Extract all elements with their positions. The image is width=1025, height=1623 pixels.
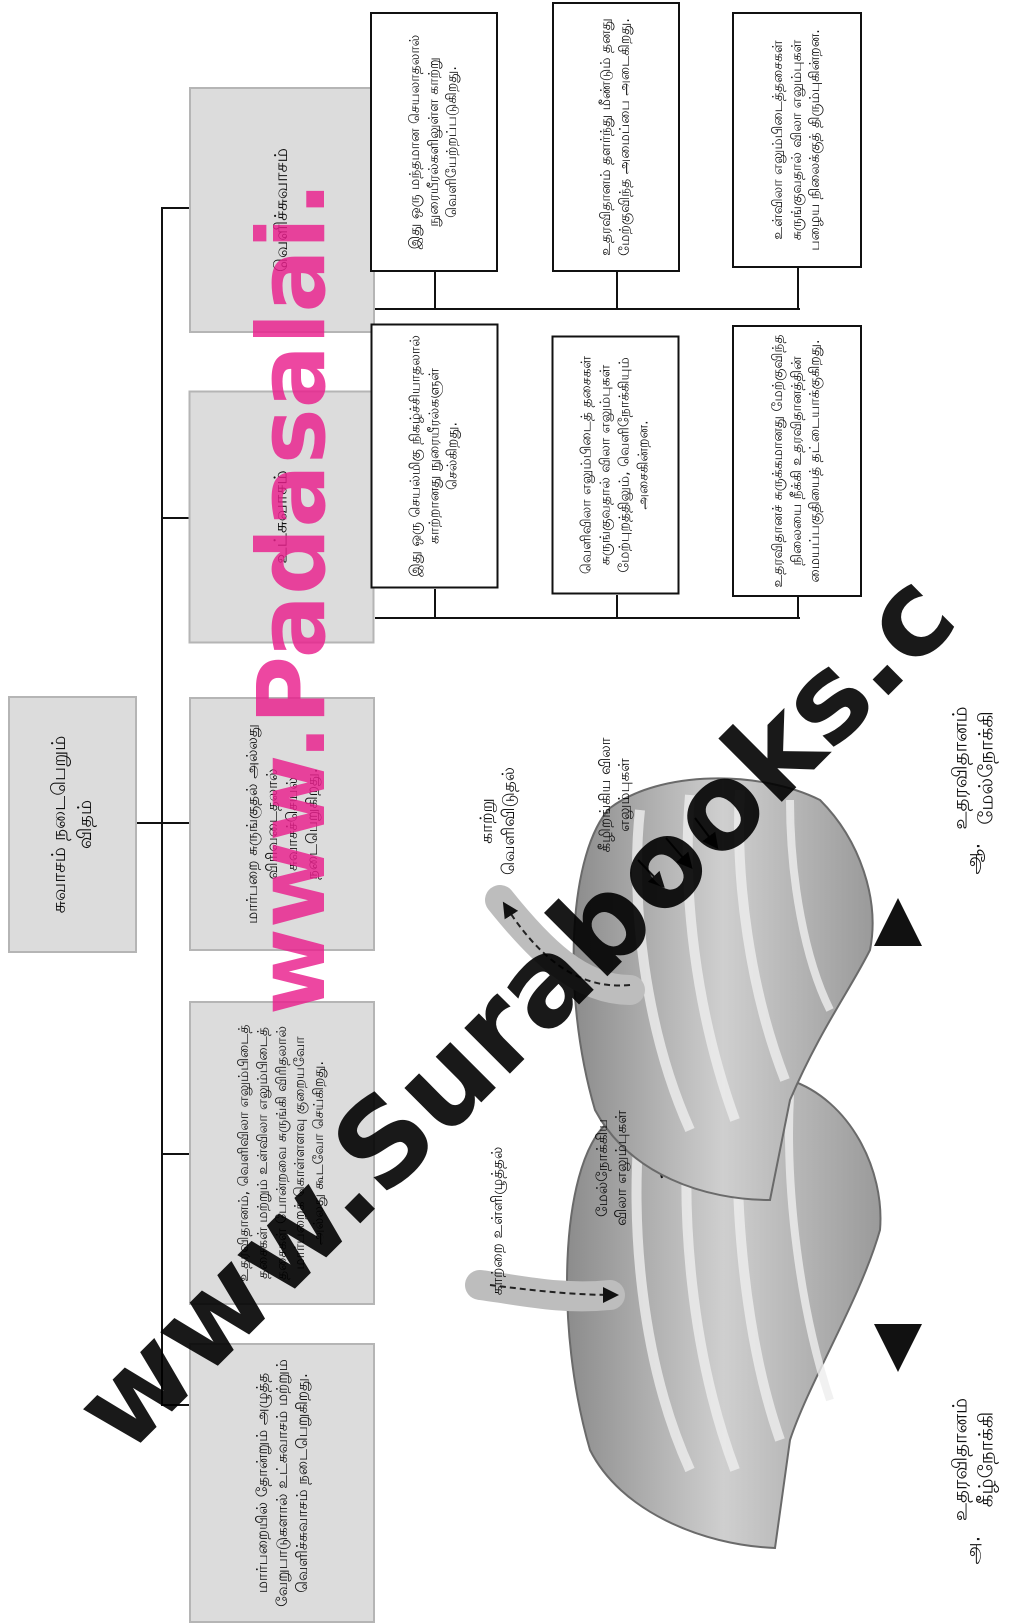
figure-a-air-label: காற்றை உள்ளிழுத்தல் [472,1163,524,1279]
figure-b-air-label: காற்று வெளிவிடுதல் [467,763,529,879]
watermark-pink: www.Padasalai. [238,181,347,1015]
figure-b-caption: ஆ. உதரவிதானம் மேல்நோக்கி [941,700,1005,875]
figure-a-caption: அ. உதரவிதானம் கீழ்நோக்கி [941,1390,1005,1565]
figure-b-caption-mark: ஆ. [960,843,986,875]
figure-a-ribs-label: மேல்நோக்கிய விலா எலும்புகள் [581,1110,643,1226]
figure-a-caption-mark: அ. [960,1536,986,1565]
